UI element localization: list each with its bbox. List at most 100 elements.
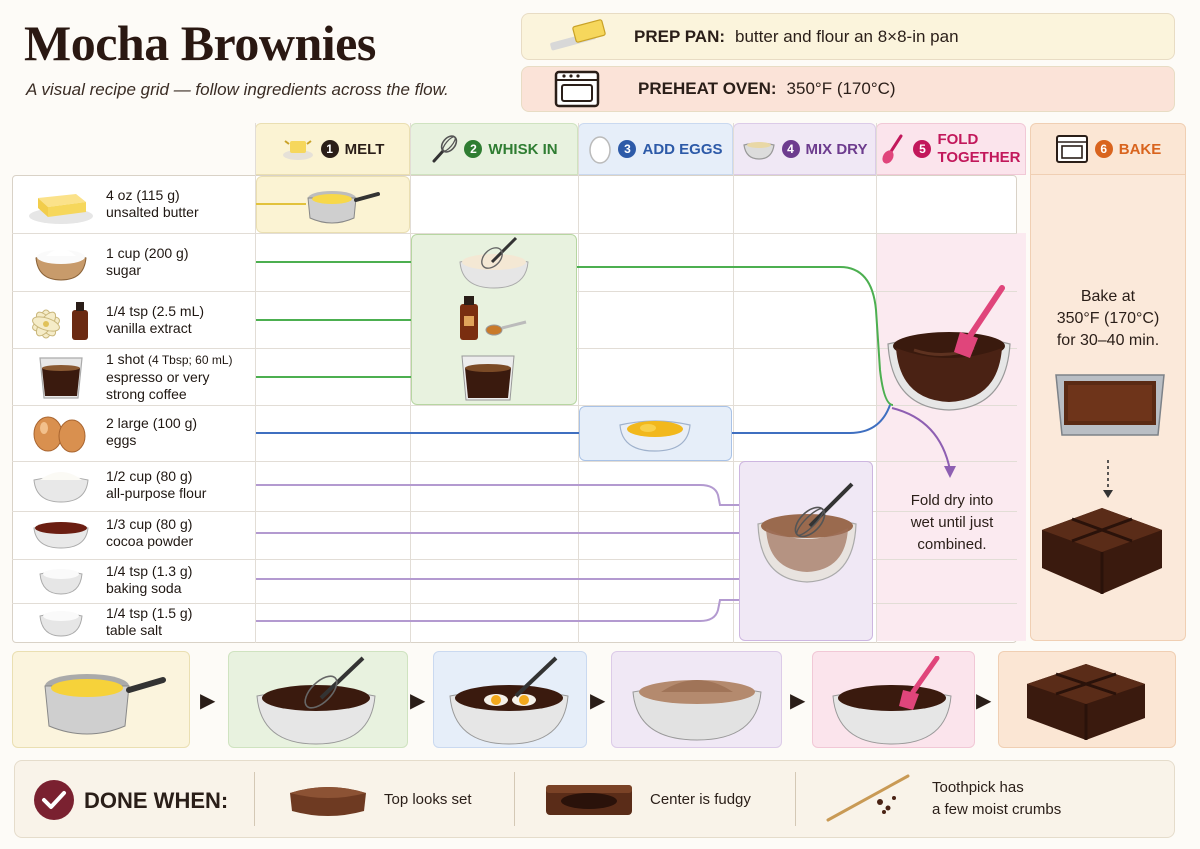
ingredient-vanilla-amount: 1/4 tsp (2.5 mL) xyxy=(106,303,205,319)
flow-chocolate-eggs-icon xyxy=(449,656,569,745)
dry-bowl-icon xyxy=(742,142,775,160)
flow-arrow-icon: ▶ xyxy=(590,690,606,712)
flow-dry-bowl-icon xyxy=(632,680,762,741)
step-label-bake: BAKE xyxy=(1118,140,1162,158)
ingredient-sugar-name: sugar xyxy=(106,262,142,278)
grid-row-line xyxy=(12,233,1017,234)
flow-butter-pan-icon xyxy=(44,674,166,735)
flow-chocolate-whisk-icon xyxy=(256,656,376,745)
done-separator xyxy=(795,772,796,826)
fold-note: Fold dry into wet until just combined. xyxy=(880,490,1024,556)
ingredient-vanilla: 1/4 tsp (2.5 mL)vanilla extract xyxy=(26,296,204,344)
fold-bowl-icon xyxy=(887,285,1011,411)
prep-pan-box: PREP PAN: butter and flour an 8×8-in pan xyxy=(521,13,1175,60)
brownie-center-icon xyxy=(546,785,632,815)
ingredient-espresso-name-2: strong coffee xyxy=(106,386,187,402)
fold-note-line2: wet until just xyxy=(910,514,994,531)
step-label-fold-line2: TOGETHER xyxy=(937,149,1021,166)
done-when-label: DONE WHEN: xyxy=(84,788,229,813)
flow-melt xyxy=(12,651,190,748)
ingredient-espresso-measure: (4 Tbsp; 60 mL) xyxy=(148,353,233,367)
bake-note-line1: Bake at xyxy=(1080,288,1136,305)
check-circle-icon xyxy=(34,780,74,820)
egg-bowl-icon xyxy=(619,420,691,452)
ingredient-baking-soda: 1/4 tsp (1.3 g)baking soda xyxy=(26,562,192,598)
espresso-glass-icon xyxy=(39,357,83,399)
whisk-icon xyxy=(432,135,458,163)
brownie-top-icon xyxy=(290,787,366,816)
brownies-stack-icon xyxy=(1042,508,1162,594)
done-item-toothpick: Toothpick has a few moist crumbs xyxy=(822,760,1061,838)
step-header-whisk: 2 WHISK IN xyxy=(410,123,578,175)
step-label-fold: FOLD TOGETHER xyxy=(937,131,1020,167)
baking-pan-icon xyxy=(1055,374,1165,436)
flow-fold xyxy=(812,651,975,748)
step-header-dry: 4 MIX DRY xyxy=(733,123,876,175)
vanilla-icon xyxy=(32,302,88,340)
bake-oven-icon xyxy=(1055,135,1088,163)
page-subtitle: A visual recipe grid — follow ingredient… xyxy=(26,80,449,99)
step-label-dry: MIX DRY xyxy=(805,140,868,158)
done-item-toothpick-line2: a few moist crumbs xyxy=(932,801,1062,818)
preheat-label: PREHEAT OVEN: xyxy=(638,79,777,98)
flow-bake xyxy=(998,651,1176,748)
flour-bowl-icon xyxy=(33,472,89,503)
grid-col-line xyxy=(410,123,411,643)
ingredient-eggs-amount: 2 large (100 g) xyxy=(106,415,198,431)
done-item-toothpick-line1: Toothpick has xyxy=(932,779,1024,796)
step-header-bake: 6 BAKE xyxy=(1030,123,1186,175)
ingredient-butter: 4 oz (115 g)unsalted butter xyxy=(26,180,199,228)
step-header-fold: 5 FOLD TOGETHER xyxy=(876,123,1026,175)
flow-whisk xyxy=(228,651,408,748)
step-label-melt: MELT xyxy=(344,140,385,158)
ingredient-flour-name: all-purpose flour xyxy=(106,485,207,501)
ingredient-flour-amount: 1/2 cup (80 g) xyxy=(106,468,193,484)
prep-pan-value: butter and flour an 8×8-in pan xyxy=(735,26,959,46)
ingredient-sugar-amount: 1 cup (200 g) xyxy=(106,245,189,261)
bake-note: Bake at 350°F (170°C) for 30–40 min. xyxy=(1030,286,1186,352)
step-label-eggs: ADD EGGS xyxy=(642,140,723,158)
flow-arrow-icon: ▶ xyxy=(790,690,806,712)
baking-soda-bowl-icon xyxy=(39,569,83,595)
step-number-4: 4 xyxy=(781,140,800,158)
done-item-fudgy-text: Center is fudgy xyxy=(650,790,751,808)
ingredient-salt-amount: 1/4 tsp (1.5 g) xyxy=(106,605,193,621)
ingredient-butter-name: unsalted butter xyxy=(106,204,199,220)
cocoa-bowl-icon xyxy=(33,522,89,549)
butter-icon xyxy=(550,18,606,50)
done-separator xyxy=(514,772,515,826)
step-number-3: 3 xyxy=(618,140,637,158)
espresso-glass-step-icon xyxy=(461,355,515,401)
step-number-2: 2 xyxy=(464,140,483,158)
ingredient-cocoa-amount: 1/3 cup (80 g) xyxy=(106,516,193,532)
bake-note-line3: for 30–40 min. xyxy=(1056,332,1160,349)
flow-arrow-icon: ▶ xyxy=(976,690,992,712)
step-label-whisk: WHISK IN xyxy=(488,140,558,158)
ingredient-flour: 1/2 cup (80 g)all-purpose flour xyxy=(26,464,206,506)
fold-note-line3: combined. xyxy=(917,536,987,553)
ingredient-eggs-name: eggs xyxy=(106,432,137,448)
step-header-melt: 1 MELT xyxy=(255,123,410,175)
ingredient-espresso-name-1: espresso or very xyxy=(106,369,210,385)
preheat-value: 350°F (170°C) xyxy=(786,79,896,98)
flow-brownies-icon xyxy=(1027,664,1145,740)
grid-row-line xyxy=(12,461,1017,462)
butter-melt-icon xyxy=(282,140,313,160)
grid-col-line xyxy=(578,123,579,643)
spatula-icon xyxy=(882,134,903,164)
grid-col-line xyxy=(255,123,256,643)
grid-col-line xyxy=(733,123,734,643)
step-number-1: 1 xyxy=(320,140,339,158)
sugar-whisk-bowl-icon xyxy=(459,236,529,289)
melted-butter-pan-icon xyxy=(307,191,380,224)
butter-block-icon xyxy=(29,194,93,224)
egg-icon xyxy=(589,136,612,164)
toothpick-icon xyxy=(826,774,910,822)
page-title: Mocha Brownies xyxy=(24,15,376,71)
grid-row-line xyxy=(12,405,1017,406)
done-separator xyxy=(254,772,255,826)
preheat-box: PREHEAT OVEN: 350°F (170°C) xyxy=(521,66,1175,112)
ingredient-baking-soda-name: baking soda xyxy=(106,580,182,596)
flow-arrow-icon: ▶ xyxy=(200,690,216,712)
